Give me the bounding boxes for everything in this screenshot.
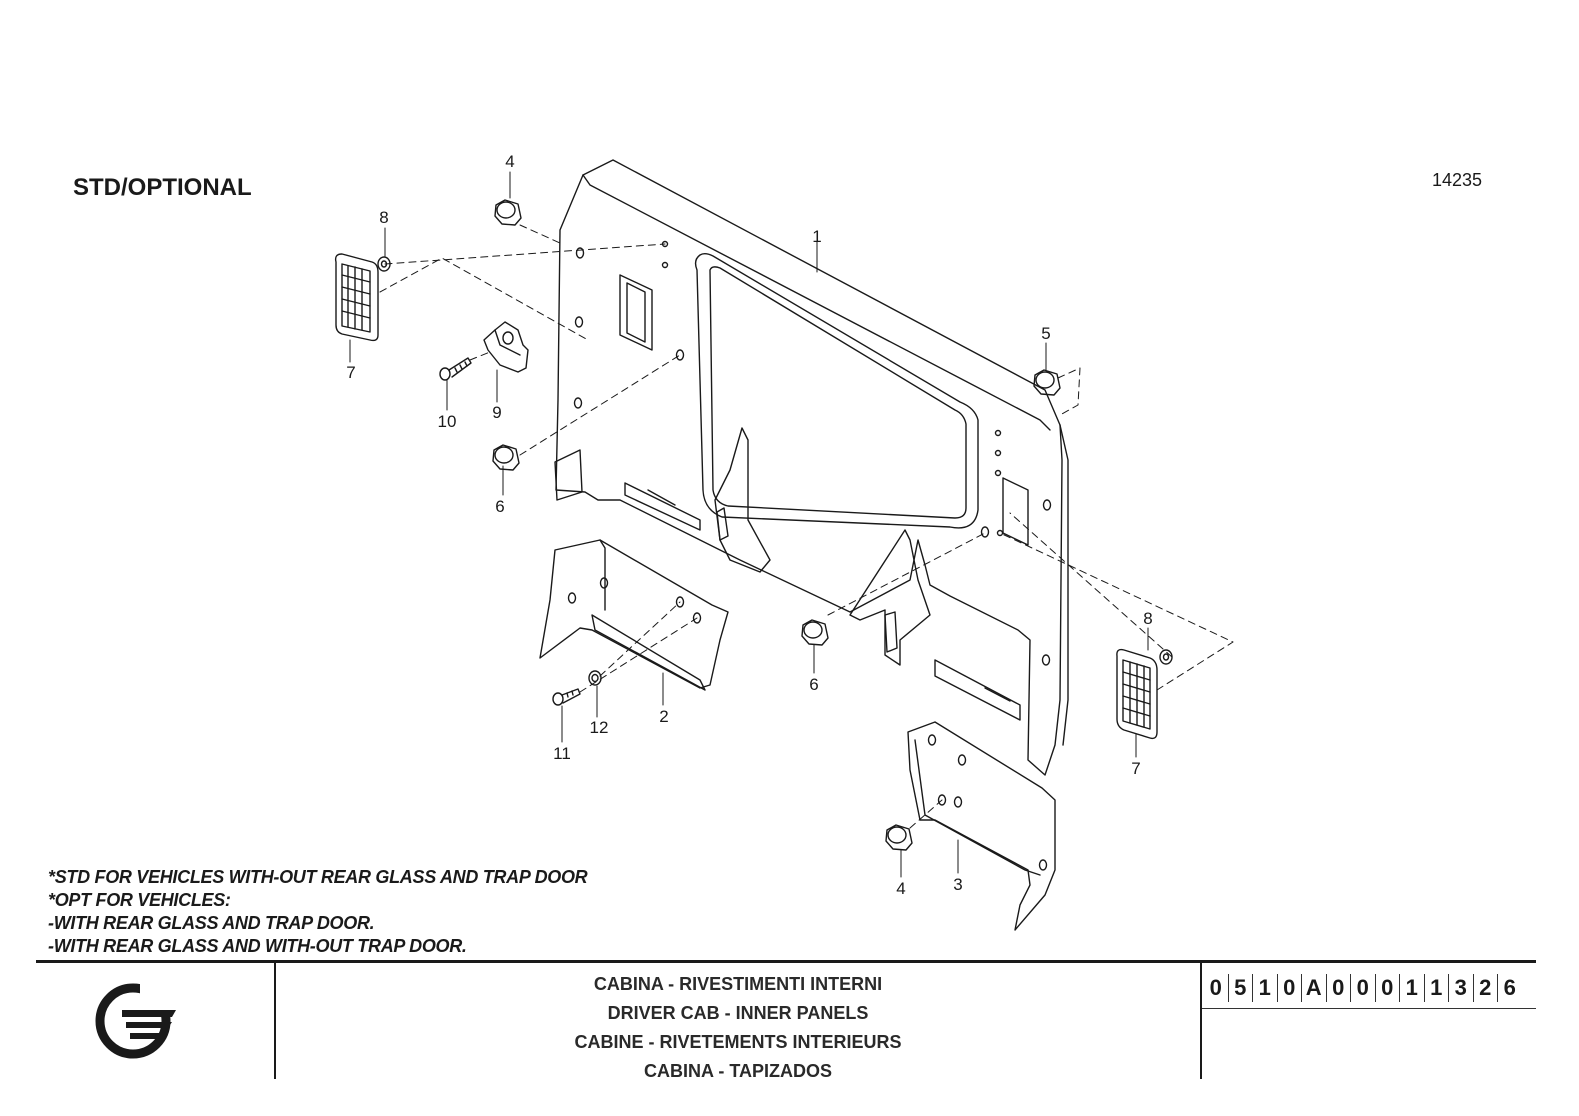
code-char: 2 — [1474, 974, 1498, 1002]
title-english: DRIVER CAB - INNER PANELS — [607, 1003, 869, 1023]
part-code: 0 5 1 0 A 0 0 0 1 1 3 2 6 — [1204, 974, 1522, 1002]
callout-leader-lines — [349, 171, 1149, 878]
std-optional-title: STD/OPTIONAL — [73, 174, 252, 201]
code-char: 5 — [1229, 974, 1253, 1002]
title-french: CABINE - RIVETEMENTS INTERIEURS — [574, 1032, 902, 1052]
note-line: *STD FOR VEHICLES WITH-OUT REAR GLASS AN… — [48, 867, 588, 887]
title-block: CABINA - RIVESTIMENTI INTERNI DRIVER CAB… — [36, 960, 1536, 1081]
note-line: -WITH REAR GLASS AND WITH-OUT TRAP DOOR. — [48, 936, 467, 956]
callout-10: 10 — [438, 412, 457, 431]
screw-part-11 — [552, 688, 581, 706]
title-block-rule — [36, 960, 1536, 963]
nut-part-12 — [588, 670, 602, 686]
note-line: -WITH REAR GLASS AND TRAP DOOR. — [48, 913, 375, 933]
callout-7-right: 7 — [1131, 759, 1140, 778]
assembly-guide-lines — [379, 224, 1234, 829]
callout-1: 1 — [812, 227, 821, 246]
title-spanish: CABINA - TAPIZADOS — [644, 1061, 832, 1081]
note-line: *OPT FOR VEHICLES: — [48, 890, 231, 910]
code-char: A — [1302, 974, 1327, 1002]
callout-4-bottom: 4 — [896, 879, 905, 898]
code-char: 1 — [1400, 974, 1425, 1002]
code-char: 3 — [1449, 974, 1474, 1002]
code-char: 6 — [1503, 975, 1516, 1000]
callout-12: 12 — [590, 718, 609, 737]
drawing-number: 14235 — [1432, 170, 1483, 190]
code-char: 0 — [1278, 974, 1302, 1002]
callout-8-left: 8 — [379, 208, 388, 227]
company-logo-icon — [95, 983, 176, 1059]
code-underline — [1202, 1008, 1536, 1009]
title-block-titles: CABINA - RIVESTIMENTI INTERNI DRIVER CAB… — [276, 970, 1200, 1086]
title-italian: CABINA - RIVESTIMENTI INTERNI — [593, 974, 883, 994]
title-block-divider — [274, 962, 276, 1079]
clip-parts-4-5-6 — [492, 199, 1061, 851]
callout-6-right: 6 — [809, 675, 818, 694]
callout-2: 2 — [659, 707, 668, 726]
callout-7-left: 7 — [346, 363, 355, 382]
callout-numbers: 1 2 3 4 4 5 6 6 7 7 8 8 9 10 11 12 — [346, 152, 1152, 898]
main-panel-part-1 — [554, 159, 1069, 776]
code-char: 1 — [1253, 974, 1278, 1002]
title-block-divider — [1200, 962, 1202, 1079]
callout-9: 9 — [492, 403, 501, 422]
code-char: 0 — [1204, 974, 1229, 1002]
callout-11: 11 — [553, 744, 571, 763]
callout-5: 5 — [1041, 324, 1050, 343]
code-char: 1 — [1425, 974, 1449, 1002]
notes-block: *STD FOR VEHICLES WITH-OUT REAR GLASS AN… — [48, 866, 588, 958]
vent-grille-part-7-right — [1116, 648, 1158, 740]
vent-grille-part-7-left — [334, 253, 379, 342]
code-char: 0 — [1376, 974, 1400, 1002]
code-char: 0 — [1351, 974, 1376, 1002]
trim-panel-part-2 — [539, 539, 729, 691]
screw-part-10 — [439, 357, 472, 381]
trim-panel-part-3 — [907, 721, 1056, 931]
callout-8-right: 8 — [1143, 609, 1152, 628]
callout-4-top: 4 — [505, 152, 514, 171]
callout-6-left: 6 — [495, 497, 504, 516]
callout-3: 3 — [953, 875, 962, 894]
hook-part-9 — [483, 321, 529, 373]
code-char: 0 — [1327, 974, 1351, 1002]
